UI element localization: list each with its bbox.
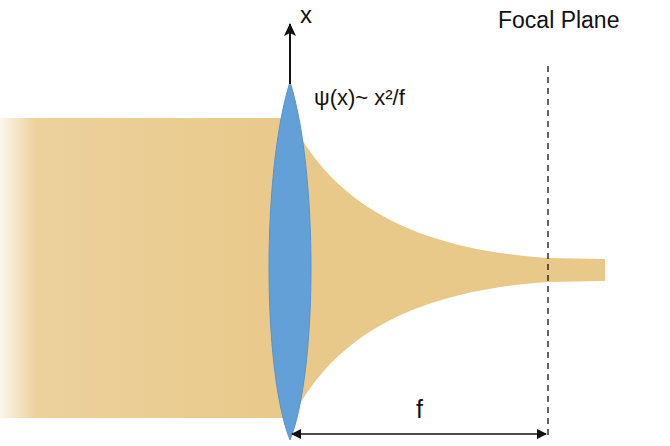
focal-plane-label: Focal Plane [498,8,619,33]
incoming-beam [0,118,295,418]
focal-plane-line [547,66,548,440]
phase-formula: ψ(x)~ x²/f [314,86,405,110]
focal-length-label: f [416,396,423,424]
lens [269,82,311,440]
focal-length-dimension [292,433,546,435]
x-axis [289,24,291,84]
axis-label: x [300,2,312,28]
converging-beam [292,122,605,418]
